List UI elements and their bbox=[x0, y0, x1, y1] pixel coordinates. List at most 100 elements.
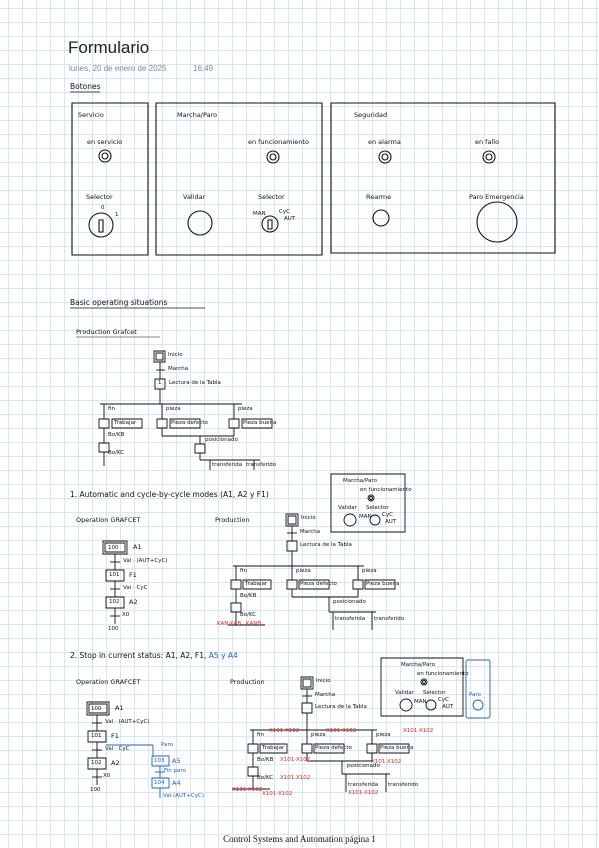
s2-a2-step: 102 bbox=[91, 760, 102, 766]
g1-trabajar: Trabajar bbox=[114, 420, 137, 426]
g1-trans: transferida bbox=[212, 462, 243, 468]
s1-t2: Bo/KC bbox=[240, 612, 257, 618]
seguridad-title: Seguridad bbox=[354, 111, 388, 119]
panel-heading: Botones bbox=[70, 82, 101, 91]
marcha-lamp-label: en funcionamiento bbox=[248, 138, 309, 146]
servicio-lamp-label: en servicio bbox=[87, 138, 123, 146]
s2-a5: A5 bbox=[172, 757, 181, 765]
s2-panel-title: Marcha/Paro bbox=[401, 662, 435, 668]
servicio-pos0: 0 bbox=[101, 205, 105, 211]
s2-inicio: Inicio bbox=[316, 678, 331, 684]
servicio-selector-label: Selector bbox=[86, 193, 113, 201]
s2-pieza: pieza bbox=[311, 732, 326, 738]
s2-red-a: X101·X102 bbox=[232, 787, 263, 793]
section2-heading: 2. Stop in current status: A1, A2, F1, A… bbox=[70, 651, 238, 660]
servicio-box bbox=[72, 103, 148, 255]
section1-heading: 1. Automatic and cycle-by-cycle modes (A… bbox=[70, 490, 269, 499]
s1-a2: A2 bbox=[129, 598, 138, 606]
s2-red-pieza: X101·X102 bbox=[326, 728, 357, 734]
g1-step1: 1 bbox=[158, 380, 162, 386]
s2-validar: Validar bbox=[395, 690, 414, 696]
rearme-button-icon bbox=[373, 210, 389, 226]
paro-label: Paro Emergencia bbox=[469, 193, 524, 201]
s2-t1: Bo/KB bbox=[257, 757, 274, 763]
paro-emergencia-icon bbox=[477, 202, 517, 242]
section1-operation: Operation GRAFCET bbox=[76, 516, 141, 524]
basic-subheading: Production Grafcet bbox=[76, 328, 137, 336]
validar-label: Validar bbox=[183, 193, 206, 201]
servicio-title: Servicio bbox=[78, 111, 104, 119]
s1-a2-step: 102 bbox=[109, 599, 120, 605]
s1-end: 100 bbox=[108, 626, 119, 632]
s2-aut: AUT bbox=[442, 704, 454, 710]
s2-a4-step: 104 bbox=[154, 780, 165, 786]
marcha-selector-label: Selector bbox=[258, 193, 285, 201]
s2-red-t2: X101·X102 bbox=[280, 775, 311, 781]
validar-button-icon bbox=[188, 211, 212, 235]
s1-pieza-defecto: Pieza defecto bbox=[300, 581, 337, 587]
s1-red1: KAN·KAB bbox=[217, 621, 242, 627]
fallo-label: en fallo bbox=[475, 138, 500, 146]
s1-man: MAN bbox=[359, 514, 372, 520]
marcha-selector-icon bbox=[262, 216, 278, 232]
g1-fin: fin bbox=[108, 406, 115, 412]
s1-pieza2: pieza bbox=[362, 568, 377, 574]
s2-val2: Val · CyC bbox=[105, 746, 130, 752]
s2-pieza-defecto: Pieza defecto bbox=[315, 745, 352, 751]
s2-x0: X0 bbox=[103, 773, 111, 779]
servicio-pos1: 1 bbox=[115, 212, 119, 218]
s1-validar: Validar bbox=[338, 505, 357, 511]
fallo-lamp-icon bbox=[483, 151, 495, 163]
basic-heading: Basic operating situations bbox=[70, 298, 168, 307]
s1-trans: transferida bbox=[335, 616, 366, 622]
g1-t1: Bo/KB bbox=[108, 432, 125, 438]
s1-val1: Val · (AUT+CyC) bbox=[123, 558, 168, 564]
g1-posicionado: posicionado bbox=[205, 437, 238, 443]
s2-trans: transferida bbox=[348, 782, 379, 788]
s2-marcha: Marcha bbox=[315, 692, 336, 698]
page-date: lunes, 20 de enero de 2025 bbox=[69, 64, 167, 73]
servicio-lamp-icon bbox=[99, 150, 111, 162]
s2-red-pieza2: X101·X102 bbox=[403, 728, 434, 734]
g1-pieza2: pieza bbox=[238, 406, 253, 412]
marcha-title: Marcha/Paro bbox=[177, 111, 218, 119]
s1-selector: Selector bbox=[366, 505, 389, 511]
s2-a5-step: 103 bbox=[154, 758, 165, 764]
section2-heading-blue: A5 y A4 bbox=[208, 651, 238, 660]
s2-trabajar: Trabajar bbox=[262, 745, 285, 751]
s1-t1: Bo/KB bbox=[240, 593, 257, 599]
s2-red-t1: X101·X102 bbox=[280, 757, 311, 763]
s1-a1: A1 bbox=[133, 543, 142, 551]
g1-lectura: Lectura de la Tabla bbox=[169, 380, 221, 386]
s2-tcomp: transferido bbox=[388, 782, 419, 788]
s1-pieza-buena: Pieza buena bbox=[366, 581, 400, 587]
page-title: Formulario bbox=[68, 38, 150, 57]
s1-tcomp: transferido bbox=[374, 616, 405, 622]
s1-aut: AUT bbox=[385, 519, 397, 525]
s1-f1: F1 bbox=[129, 571, 137, 579]
section2-heading-text: 2. Stop in current status: A1, A2, F1, bbox=[70, 651, 207, 660]
s2-panel-lamp: en funcionamiento bbox=[417, 671, 469, 677]
s2-a2: A2 bbox=[111, 759, 120, 767]
s2-val1: Val · (AUT+CyC) bbox=[105, 719, 150, 725]
s2-end: 100 bbox=[90, 787, 101, 793]
s2-red-b: X101·X102 bbox=[262, 791, 293, 797]
s2-selector: Selector bbox=[423, 690, 446, 696]
alarma-label: en alarma bbox=[368, 138, 401, 146]
s1-marcha: Marcha bbox=[300, 529, 321, 535]
s1-cyc: CyC bbox=[382, 512, 393, 518]
seguridad-box bbox=[331, 103, 555, 253]
s2-lectura: Lectura de la Tabla bbox=[315, 704, 367, 710]
s1-trabajar: Trabajar bbox=[245, 581, 268, 587]
g1-marcha: Marcha bbox=[168, 366, 189, 372]
marcha-lamp-icon bbox=[267, 151, 279, 163]
s1-val2: Val · CyC bbox=[123, 585, 148, 591]
s2-red-pos: X101·X102 bbox=[371, 759, 402, 765]
s2-red-fin: X101·X102 bbox=[269, 728, 300, 734]
s1-fin: fin bbox=[240, 568, 247, 574]
section1-production: Production bbox=[215, 516, 250, 524]
section2-operation: Operation GRAFCET bbox=[76, 678, 141, 686]
